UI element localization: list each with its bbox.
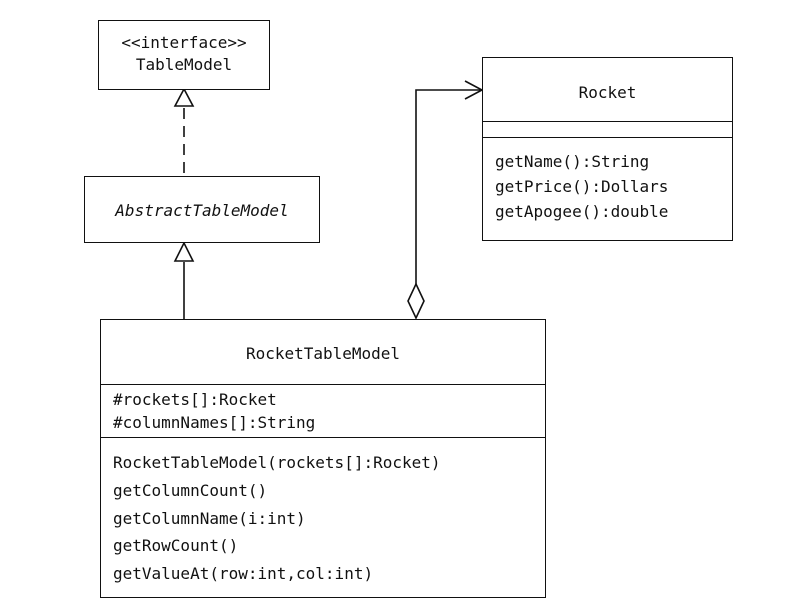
realization-arrowhead	[173, 87, 195, 107]
rocket-table-model-operation-divider	[101, 437, 545, 438]
rocket-table-model-operation: getColumnCount()	[113, 481, 268, 500]
rocket-table-model-operation: getValueAt(row:int,col:int)	[113, 564, 374, 583]
rocket-table-model-attribute-divider	[101, 384, 545, 385]
generalization-arrowhead	[173, 241, 195, 262]
rocket-operation: getName():String	[495, 152, 650, 171]
aggregation-diamond	[407, 282, 425, 320]
rocket-operation: getApogee():double	[495, 202, 669, 221]
rocket-table-model-operation: RocketTableModel(rockets[]:Rocket)	[113, 453, 441, 472]
class-abstract-table-model: AbstractTableModel	[84, 176, 320, 243]
abstract-table-model-name: AbstractTableModel	[115, 201, 289, 220]
rocket-operation: getPrice():Dollars	[495, 177, 669, 196]
rocket-table-model-operation: getRowCount()	[113, 536, 239, 555]
class-rocket-table-model: RocketTableModel #rockets[]:Rocket #colu…	[100, 319, 546, 598]
rocket-table-model-attribute: #rockets[]:Rocket	[113, 390, 277, 409]
rocket-table-model-operation: getColumnName(i:int)	[113, 509, 306, 528]
rocket-attribute-divider-bottom	[483, 137, 732, 138]
rocket-attribute-divider-top	[483, 121, 732, 122]
rocket-table-model-name: RocketTableModel	[245, 344, 401, 363]
class-table-model: <<interface>> TableModel	[98, 20, 270, 90]
rocket-name: Rocket	[578, 83, 637, 102]
table-model-name: TableModel	[135, 55, 233, 74]
rocket-table-model-attribute: #columnNames[]:String	[113, 413, 316, 432]
class-rocket: Rocket getName():String getPrice():Dolla…	[482, 57, 733, 241]
table-model-stereotype: <<interface>>	[121, 33, 247, 52]
aggregation-line	[415, 89, 481, 284]
